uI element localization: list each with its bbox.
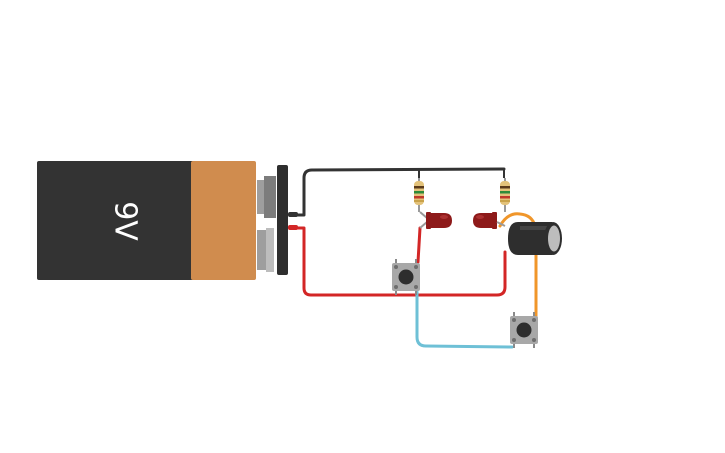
led-left-highlight: [440, 215, 448, 219]
resistor-left-band-3: [414, 196, 424, 199]
capacitor-stripe: [520, 226, 548, 230]
resistor-right-band-3: [500, 196, 510, 199]
battery-clip: [277, 165, 288, 275]
battery-body: [37, 161, 195, 280]
battery-terminal-negative: [257, 180, 267, 214]
led-left-lead-a: [419, 211, 428, 219]
capacitor[interactable]: [508, 222, 562, 255]
resistor-right-band-2: [500, 191, 510, 194]
battery-terminal-positive-inner: [266, 228, 274, 272]
pushbutton-left-corner-2: [414, 265, 418, 269]
battery-9v[interactable]: 9V: [37, 161, 298, 280]
wire-red-led-button[interactable]: [416, 226, 422, 264]
resistor-left-band-1: [414, 186, 424, 189]
led-left-rim: [426, 212, 431, 229]
pushbutton-right-corner-3: [512, 338, 516, 342]
led-right-lead: [496, 221, 506, 227]
battery-label: 9V: [108, 201, 143, 241]
led-right-body: [473, 213, 493, 228]
led-left-body: [430, 213, 452, 228]
capacitor-top: [548, 225, 560, 252]
battery-lead-positive: [288, 225, 298, 230]
pushbutton-left-corner-4: [414, 285, 418, 289]
led-right-rim: [492, 212, 497, 229]
pushbutton-left-corner-1: [394, 265, 398, 269]
battery-terminal-negative-inner: [264, 176, 276, 218]
led-right-highlight: [476, 215, 484, 219]
wire-blue[interactable]: [415, 290, 514, 349]
led-left-lead-k: [419, 221, 428, 229]
battery-lead-negative: [288, 212, 298, 217]
resistor-right-band-4: [500, 200, 510, 202]
resistor-left-band-2: [414, 191, 424, 194]
pushbutton-left-corner-3: [394, 285, 398, 289]
wires: [294, 167, 538, 349]
wire-red-main[interactable]: [294, 226, 507, 297]
battery-cap: [191, 161, 256, 280]
pushbutton-right-cap: [516, 322, 532, 338]
pushbutton-right-corner-1: [512, 318, 516, 322]
pushbutton-right-corner-4: [532, 338, 536, 342]
resistor-left[interactable]: [414, 178, 424, 212]
pushbutton-right[interactable]: [510, 312, 538, 348]
led-right[interactable]: [473, 212, 506, 229]
resistor-left-band-4: [414, 200, 424, 202]
pushbutton-left[interactable]: [392, 259, 420, 295]
pushbutton-right-corner-2: [532, 318, 536, 322]
led-left[interactable]: [419, 211, 452, 229]
wire-orange-loop[interactable]: [498, 212, 537, 228]
wire-black[interactable]: [294, 167, 506, 217]
pushbutton-left-cap: [398, 269, 414, 285]
resistor-right[interactable]: [500, 178, 510, 212]
capacitor-body: [508, 222, 552, 255]
resistor-right-band-1: [500, 186, 510, 189]
